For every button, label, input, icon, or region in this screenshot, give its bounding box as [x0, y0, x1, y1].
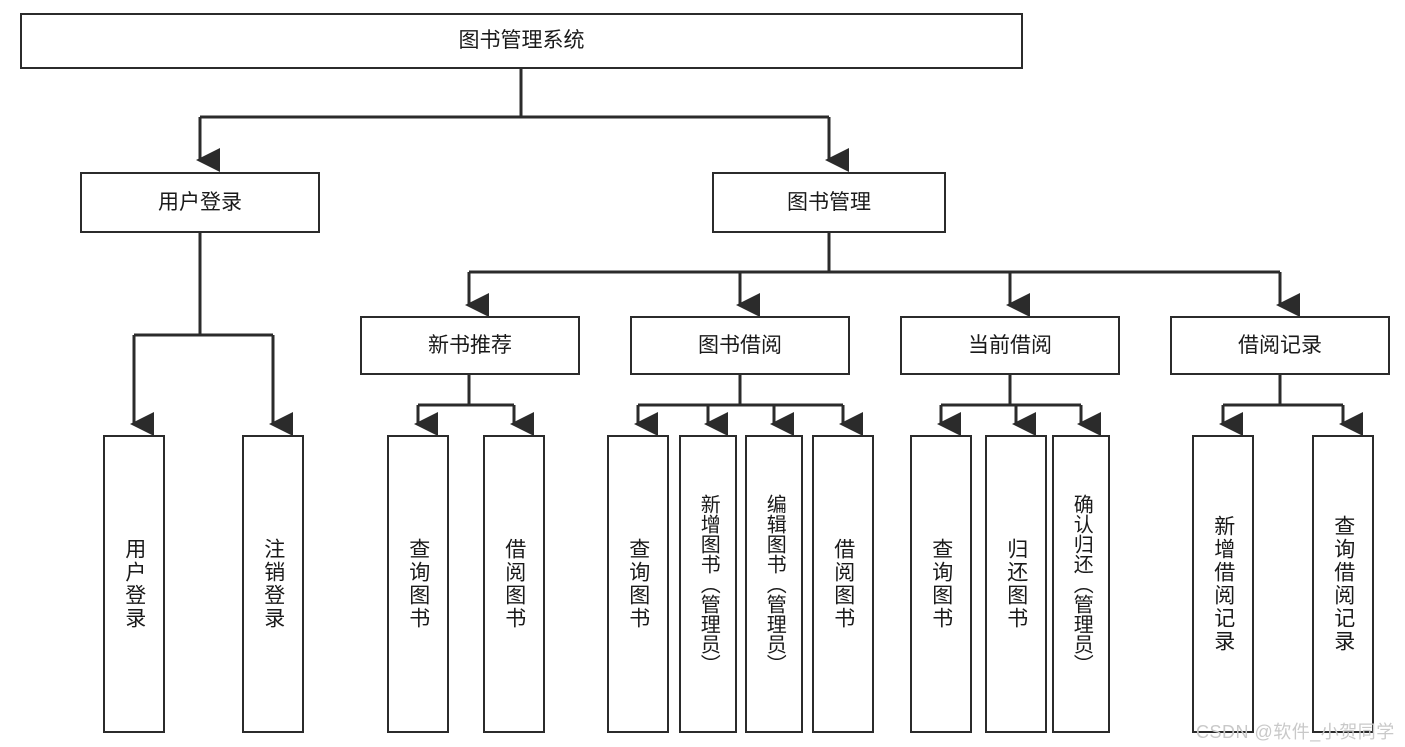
node-leaf-borrow-book-1[interactable]: 借阅图书 — [483, 435, 545, 733]
node-leaf-query-book-3[interactable]: 查询图书 — [910, 435, 972, 733]
node-leaf-borrow-book-2[interactable]: 借阅图书 — [812, 435, 874, 733]
node-leaf-add-record[interactable]: 新增借阅记录 — [1192, 435, 1254, 733]
node-leaf-query-book-2[interactable]: 查询图书 — [607, 435, 669, 733]
node-new-book-recommend[interactable]: 新书推荐 — [360, 316, 580, 375]
node-leaf-confirm-return[interactable]: 确认归还（管理员） — [1052, 435, 1110, 733]
node-book-borrow[interactable]: 图书借阅 — [630, 316, 850, 375]
node-leaf-return-book[interactable]: 归还图书 — [985, 435, 1047, 733]
node-root[interactable]: 图书管理系统 — [20, 13, 1023, 69]
csdn-watermark: CSDN @软件_小贺同学 — [1196, 722, 1395, 742]
node-book-manage[interactable]: 图书管理 — [712, 172, 946, 233]
node-leaf-query-book-1[interactable]: 查询图书 — [387, 435, 449, 733]
node-borrow-record[interactable]: 借阅记录 — [1170, 316, 1390, 375]
node-leaf-query-record[interactable]: 查询借阅记录 — [1312, 435, 1374, 733]
node-leaf-edit-book[interactable]: 编辑图书（管理员） — [745, 435, 803, 733]
node-current-borrow[interactable]: 当前借阅 — [900, 316, 1120, 375]
node-leaf-add-book[interactable]: 新增图书（管理员） — [679, 435, 737, 733]
node-leaf-logout[interactable]: 注销登录 — [242, 435, 304, 733]
node-user-login[interactable]: 用户登录 — [80, 172, 320, 233]
node-leaf-user-login[interactable]: 用户登录 — [103, 435, 165, 733]
